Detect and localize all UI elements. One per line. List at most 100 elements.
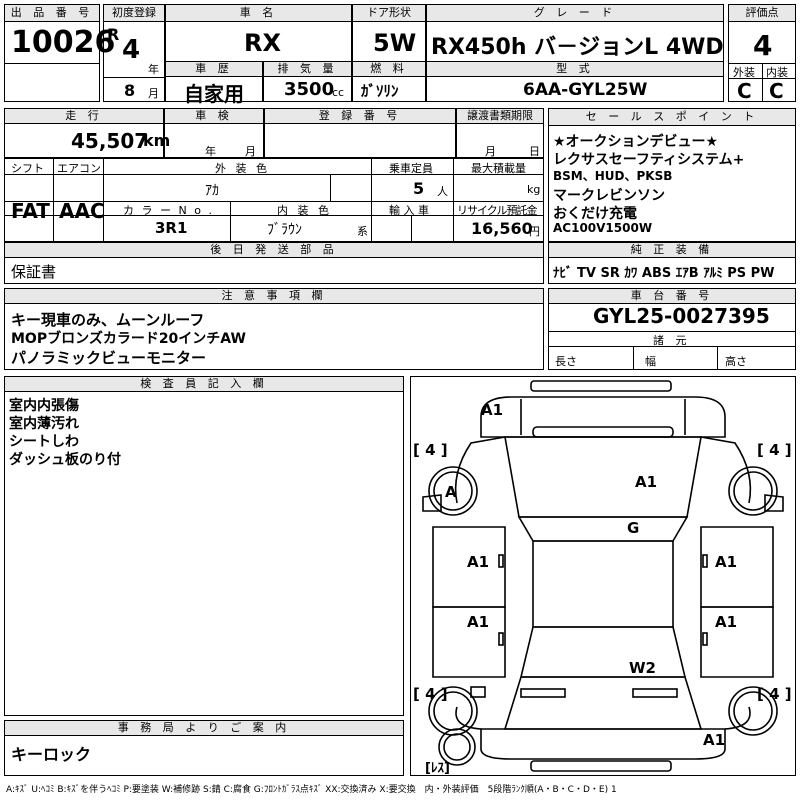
car-name-header: 車 名 (166, 5, 351, 22)
grade-box: グ レ ー ド RX450h バ－ジョンL 4WD (426, 4, 724, 62)
shift-header: シフト (11, 162, 44, 175)
sales-point-6: AC100V1500W (553, 221, 653, 235)
era: R (107, 25, 120, 44)
score-box: 評価点 4 外装 内装 C C (728, 4, 796, 103)
sales-points-header: セ ー ル ス ポ イ ン ト (549, 109, 795, 126)
fuel-header: 燃 料 (353, 62, 425, 77)
inspector-header: 検 査 員 記 入 欄 (5, 377, 403, 392)
model-code: 6AA-GYL25W (523, 80, 648, 100)
height-label: 高さ (725, 355, 747, 368)
mileage-box: 走 行 45,507 km (4, 108, 170, 158)
lot-number-header: 出 品 番 号 (5, 5, 99, 22)
vehicle-history: 自家用 (184, 82, 244, 106)
displacement-unit: cc (332, 86, 345, 99)
model-box: 型 式 6AA-GYL25W (426, 61, 724, 102)
grade-header: グ レ ー ド (427, 5, 723, 22)
transfer-deadline-box: 譲渡書類期限 月 日 (456, 108, 544, 158)
transfer-day: 日 (529, 145, 540, 158)
chassis-box: 車 台 番 号 GYL25-0027395 諸 元 長さ 幅 高さ (548, 288, 796, 370)
car-diagram-box: [ 4 ] [ 4 ] [ 4 ] [ 4 ] [ﾚｽ] A1 A A1 G A… (410, 376, 796, 776)
inspection-box: 車 検 年 月 (164, 108, 264, 158)
notes-header: 注 意 事 項 欄 (5, 289, 543, 304)
sales-point-3: BSM、HUD、PKSB (553, 169, 673, 183)
door-header: ドア形状 (353, 5, 425, 22)
lot-number: 10026 (11, 25, 116, 60)
specs-header: 諸 元 (653, 334, 691, 347)
notes-box: 注 意 事 項 欄 キー現車のみ、ムーンルーフ MOPブロンズカラード20インチ… (4, 288, 544, 370)
equipment-box: 純 正 装 備 ﾅﾋﾞ TV SR ｶﾜ ABS ｴｱB ｱﾙﾐ PS PW (548, 242, 796, 284)
office-header: 事 務 局 よ り ご 案 内 (5, 721, 403, 736)
equipment-header: 純 正 装 備 (549, 243, 795, 258)
car-name-box: 車 名 RX (165, 4, 352, 62)
inspection-header: 車 検 (165, 109, 263, 124)
mileage-unit: km (143, 131, 171, 150)
damage-mark-right-rear-door: A1 (715, 613, 738, 631)
capacity-header: 乗車定員 (389, 162, 433, 175)
recycle-fee: 16,560 (471, 219, 533, 238)
fuel-type: ｶﾞｿﾘﾝ (361, 82, 399, 100)
damage-mark-rear-bumper: A1 (703, 731, 726, 749)
door-box: ドア形状 5W (352, 4, 426, 62)
sales-point-1: ★オークションデビュー★ (553, 134, 719, 150)
sales-point-4: マークレビンソン (553, 188, 665, 204)
interior-color: ﾌﾞﾗｳﾝ (267, 222, 302, 238)
later-parts-box: 後 日 発 送 部 品 保証書 (4, 242, 544, 284)
car-name: RX (244, 29, 281, 57)
model-header: 型 式 (427, 62, 723, 77)
grade: RX450h バ－ジョンL 4WD (431, 35, 724, 60)
ac-header: エアコン (57, 162, 101, 175)
mileage-header: 走 行 (5, 109, 163, 124)
inspector-note-1: 室内内張傷 (9, 398, 79, 414)
capacity-unit: 人 (437, 185, 448, 198)
color-number: 3R1 (155, 219, 188, 237)
car-diagram (422, 380, 784, 772)
import-header: 輸 入 車 (389, 204, 429, 217)
interior-color-suffix: 系 (357, 225, 368, 238)
length-label: 長さ (555, 355, 577, 368)
registration-number-box: 登 録 番 号 (264, 108, 456, 158)
chassis-number: GYL25-0027395 (593, 304, 770, 328)
door-type: 5W (373, 29, 417, 57)
damage-mark-front-bumper: A1 (481, 401, 504, 419)
inspection-year: 年 (205, 145, 216, 158)
sales-points-box: セ ー ル ス ポ イ ン ト ★オークションデビュー★ レクサスセーフティシス… (548, 108, 796, 242)
registration-year: 4 (122, 35, 141, 65)
year-unit: 年 (148, 63, 159, 76)
mileage: 45,507 (71, 129, 149, 153)
interior-score: C (769, 79, 784, 103)
transfer-month: 月 (485, 145, 496, 158)
inspector-note-4: ダッシュ板のり付 (9, 452, 121, 468)
inspection-month: 月 (245, 145, 256, 158)
damage-mark-trunk: W2 (629, 659, 656, 677)
exterior-color: ｱｶ (205, 183, 219, 199)
first-registration-box: 初度登録 R 4 年 8 月 (103, 4, 165, 102)
max-load-unit: kg (527, 183, 541, 196)
chassis-header: 車 台 番 号 (549, 289, 795, 304)
inspector-note-2: 室内薄汚れ (9, 416, 79, 432)
damage-mark-front-left-wheel: A (445, 483, 457, 501)
tire-rear-left: [ 4 ] (413, 685, 448, 703)
note-3: パノラミックビューモニター (11, 349, 207, 367)
recycle-header: リサイクル預託金 (457, 204, 537, 217)
office-note: キーロック (11, 745, 92, 764)
damage-mark-hood: A1 (635, 473, 658, 491)
displacement-header: 排 気 量 (264, 62, 351, 77)
spare-tire: [ﾚｽ] (425, 761, 450, 776)
capacity: 5 (413, 179, 425, 198)
width-label: 幅 (645, 355, 656, 368)
ac-type: AAC (59, 199, 105, 223)
history-header: 車 歴 (166, 62, 262, 77)
int-color-header: 内 装 色 (277, 204, 332, 217)
tire-front-left: [ 4 ] (413, 441, 448, 459)
fuel-box: 燃 料 ｶﾞｿﾘﾝ (352, 61, 426, 102)
first-registration-header: 初度登録 (104, 5, 164, 22)
exterior-score: C (737, 79, 752, 103)
lot-number-box: 出 品 番 号 10026 (4, 4, 115, 102)
shift-type: FAT (11, 199, 50, 223)
damage-mark-left-rear-door: A1 (467, 613, 490, 631)
transfer-deadline-header: 譲渡書類期限 (457, 109, 543, 124)
note-1: キー現車のみ、ムーンルーフ (11, 311, 205, 329)
damage-mark-left-front-door: A1 (467, 553, 490, 571)
history-box: 車 歴 自家用 (165, 61, 263, 106)
sales-point-2: レクサスセーフティシステム+ (553, 152, 745, 168)
